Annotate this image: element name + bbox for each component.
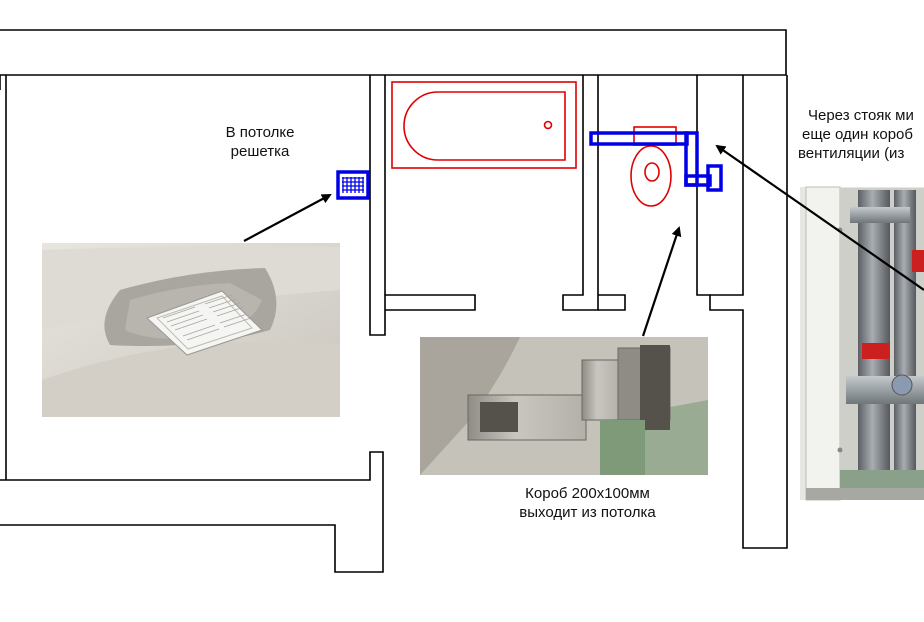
callout-line: вентиляции (из <box>798 145 905 162</box>
arrow-to-duct <box>641 226 682 337</box>
arrow-to-grille <box>243 194 332 242</box>
callout-line: Через стояк ми <box>808 107 914 124</box>
riser-callout: Через стояк ми еще один короб вентиляции… <box>795 106 924 163</box>
callout-line: решетка <box>230 143 290 160</box>
toilet <box>630 126 677 207</box>
callout-line: В потолке <box>225 124 295 141</box>
duct-box-photo <box>420 337 708 475</box>
ceiling-grille-callout: В потолке решетка <box>205 123 315 161</box>
duct-box-callout: Короб 200х100мм выходит из потолка <box>495 484 680 522</box>
ceiling-grille-icon <box>336 170 370 200</box>
riser-cabinet-photo <box>800 186 924 501</box>
arrow-to-riser <box>715 144 924 291</box>
ceiling-grille-photo <box>42 243 340 417</box>
walls <box>0 29 788 573</box>
arrows <box>243 144 924 337</box>
ventilation-duct <box>589 131 723 192</box>
callout-line: еще один короб <box>802 126 913 143</box>
callout-line: Короб 200х100мм <box>525 485 650 502</box>
bathtub <box>391 81 577 169</box>
callout-line: выходит из потолка <box>519 504 656 521</box>
